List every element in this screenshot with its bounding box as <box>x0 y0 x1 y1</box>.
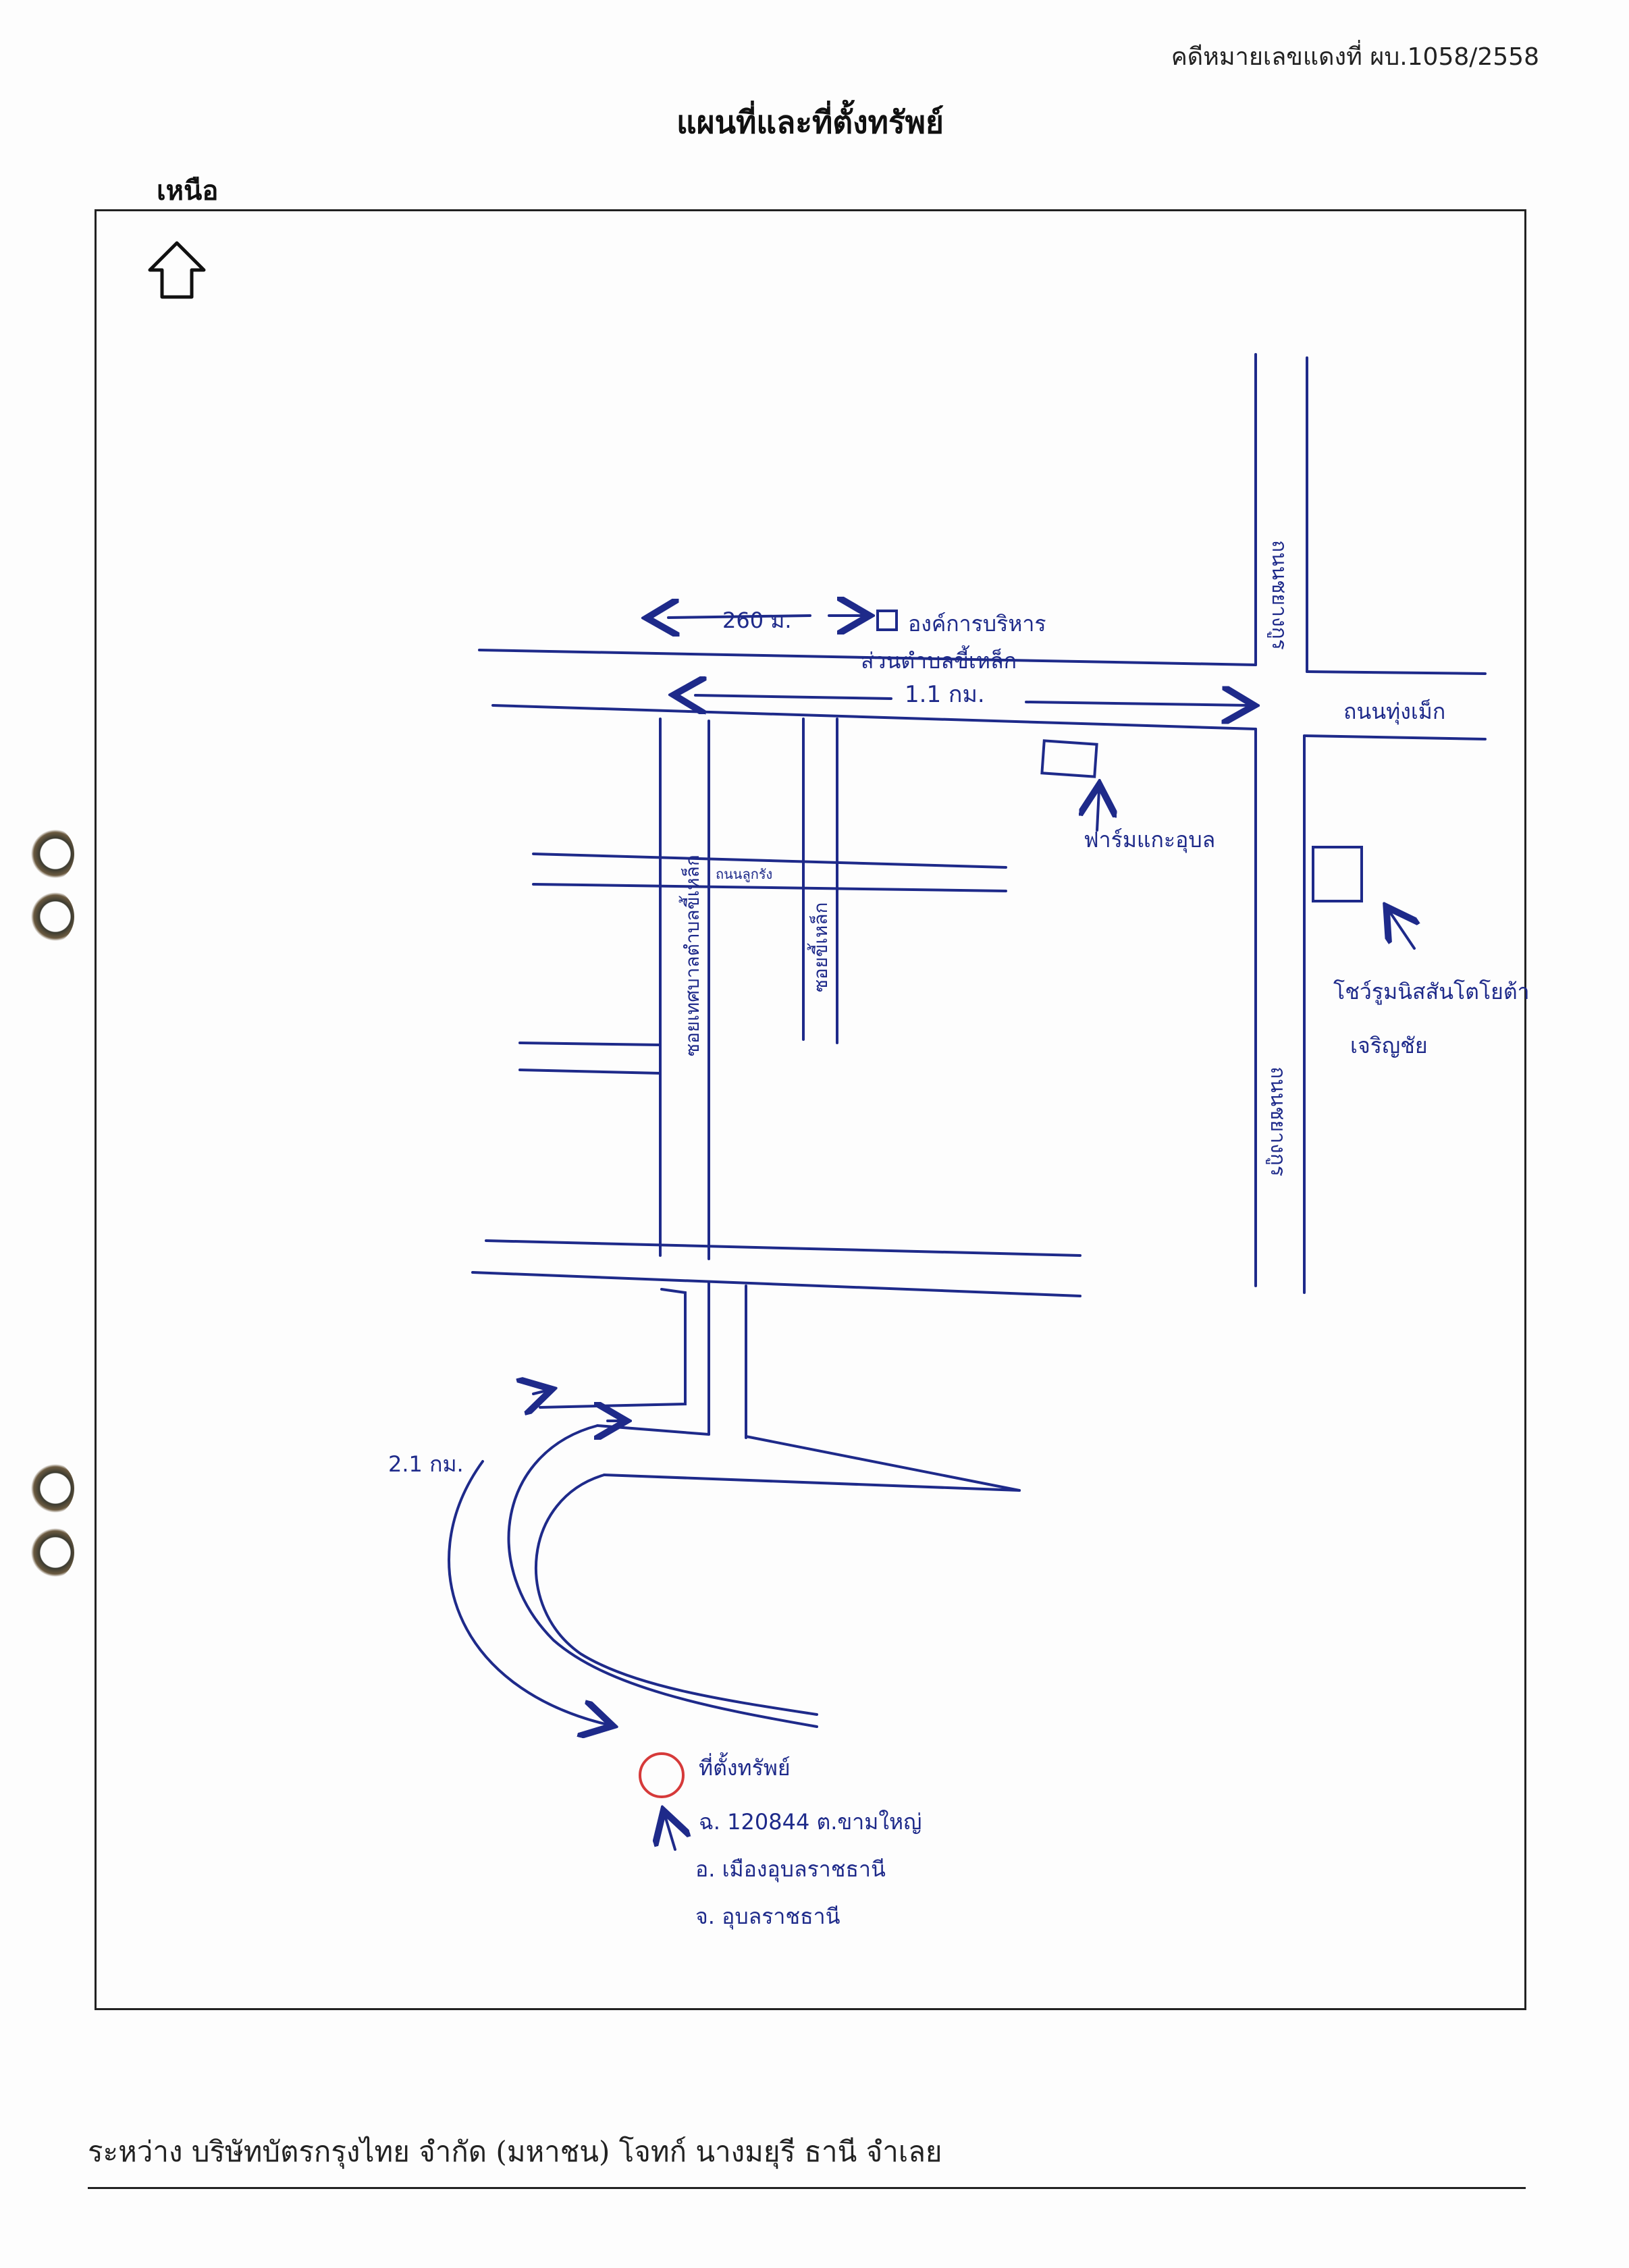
showroom-label-line2: เจริญชัย <box>1350 1033 1428 1058</box>
road-label-north: ถนนชยางกูร <box>1267 540 1291 650</box>
site-label-line2: ฉ. 120844 ต.ขามใหญ่ <box>699 1809 922 1835</box>
site-label-line3: อ. เมืองอุบลราชธานี <box>695 1856 886 1883</box>
north-label: เหนือ <box>157 175 219 207</box>
site-label-line1: ที่ตั้งทรัพย์ <box>699 1752 791 1781</box>
north-arrow-icon <box>148 241 206 299</box>
small-road-label: ถนนลูกรัง <box>716 866 772 883</box>
distance-label-2-1km: 2.1 กม. <box>388 1451 464 1477</box>
road-label-south: ถนนชยางกูร <box>1266 1066 1289 1177</box>
page-title: แผนที่และที่ตั้งทรัพย์ <box>676 104 944 140</box>
punch-hole <box>27 827 74 881</box>
map-frame <box>95 209 1526 2010</box>
soi-khilek-label: ซอยขี้เหล็ก <box>807 902 832 992</box>
site-label-line4: จ. อุบลราชธานี <box>695 1904 840 1930</box>
office-label-line1: องค์การบริหาร <box>908 611 1046 637</box>
office-label-line2: ส่วนตำบลขี้เหล็ก <box>861 645 1017 674</box>
soi-tessaban-label: ซอยเทศบาลตำบลขี้เหล็ก <box>678 855 703 1056</box>
showroom-label-line1: โชว์รูมนิสสันโตโยต้า <box>1333 979 1530 1005</box>
parties-line: ระหว่าง บริษัทบัตรกรุงไทย จำกัด (มหาชน) … <box>88 2135 942 2168</box>
road-network <box>448 353 1487 1851</box>
footer-rule <box>88 2187 1526 2189</box>
case-number: คดีหมายเลขแดงที่ ผบ.1058/2558 <box>1171 43 1539 71</box>
location-circle-icon <box>639 1752 685 1798</box>
punch-hole <box>27 1461 74 1515</box>
distance-label-260m: 260 ม. <box>722 608 792 633</box>
road-label-thungmek: ถนนทุ่งเม็ก <box>1343 699 1445 725</box>
punch-hole <box>27 890 74 944</box>
distance-label-1-1km: 1.1 กม. <box>905 681 985 708</box>
punch-hole <box>27 1526 74 1580</box>
farm-label: ฟาร์มแกะอุบล <box>1084 827 1215 853</box>
